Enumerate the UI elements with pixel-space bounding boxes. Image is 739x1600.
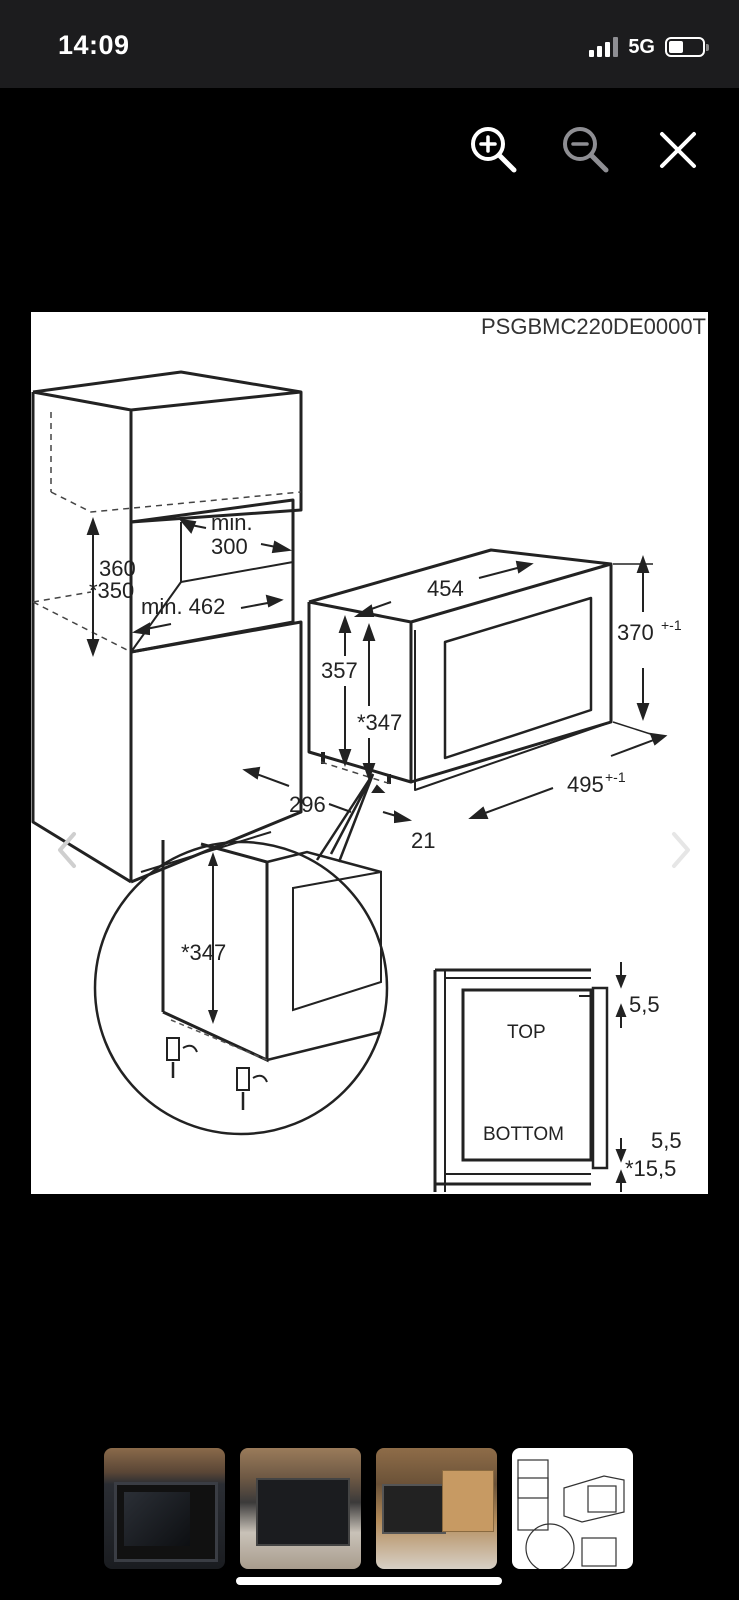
label-347: *347 xyxy=(357,710,402,735)
next-image-button[interactable] xyxy=(662,820,702,880)
label-min: min. xyxy=(211,510,253,535)
battery-icon xyxy=(665,37,709,57)
status-indicators: 5G xyxy=(589,34,709,60)
label-454: 454 xyxy=(427,576,464,601)
label-370: 370 xyxy=(617,620,654,645)
chevron-right-icon xyxy=(672,832,690,868)
close-icon xyxy=(660,132,696,168)
label-5-5-top: 5,5 xyxy=(629,992,660,1017)
installation-diagram: min. 300 360 *350 min. 462 454 370 +-1 3… xyxy=(31,370,682,1192)
zoom-in-icon xyxy=(471,127,517,173)
label-min-462: min. 462 xyxy=(141,594,225,619)
zoom-out-button[interactable] xyxy=(560,124,612,176)
network-label: 5G xyxy=(628,35,655,58)
thumbnail-2[interactable] xyxy=(240,1448,361,1569)
label-350: *350 xyxy=(89,578,134,603)
label-300: 300 xyxy=(211,534,248,559)
label-296: 296 xyxy=(289,792,326,817)
label-15-5: *15,5 xyxy=(625,1156,676,1181)
zoom-in-button[interactable] xyxy=(468,124,520,176)
thumbnail-4[interactable] xyxy=(512,1448,633,1569)
thumbnail-3[interactable] xyxy=(376,1448,497,1569)
model-code: PSGBMC220DE0000T xyxy=(481,314,706,339)
status-bar: 14:09 5G xyxy=(0,0,739,88)
thumbnail-1[interactable] xyxy=(104,1448,225,1569)
label-bottom: BOTTOM xyxy=(483,1124,564,1145)
thumbnail-strip xyxy=(104,1448,633,1569)
status-time: 14:09 xyxy=(58,30,130,60)
label-357: 357 xyxy=(321,658,358,683)
signal-bars-icon xyxy=(589,37,619,57)
previous-image-button[interactable] xyxy=(46,820,86,880)
chevron-left-icon xyxy=(58,832,76,868)
product-image[interactable]: PSGBMC220DE0000T xyxy=(31,312,708,1194)
label-21: 21 xyxy=(411,828,435,853)
zoom-out-icon xyxy=(563,127,609,173)
label-347-detail: *347 xyxy=(181,940,226,965)
label-495: 495 xyxy=(567,772,604,797)
label-top: TOP xyxy=(507,1022,546,1043)
label-495-tolerance: +-1 xyxy=(605,769,626,785)
label-5-5-bottom: 5,5 xyxy=(651,1128,682,1153)
label-370-tolerance: +-1 xyxy=(661,617,682,633)
label-360: 360 xyxy=(99,556,136,581)
close-button[interactable] xyxy=(652,124,704,176)
home-indicator[interactable] xyxy=(236,1577,502,1585)
